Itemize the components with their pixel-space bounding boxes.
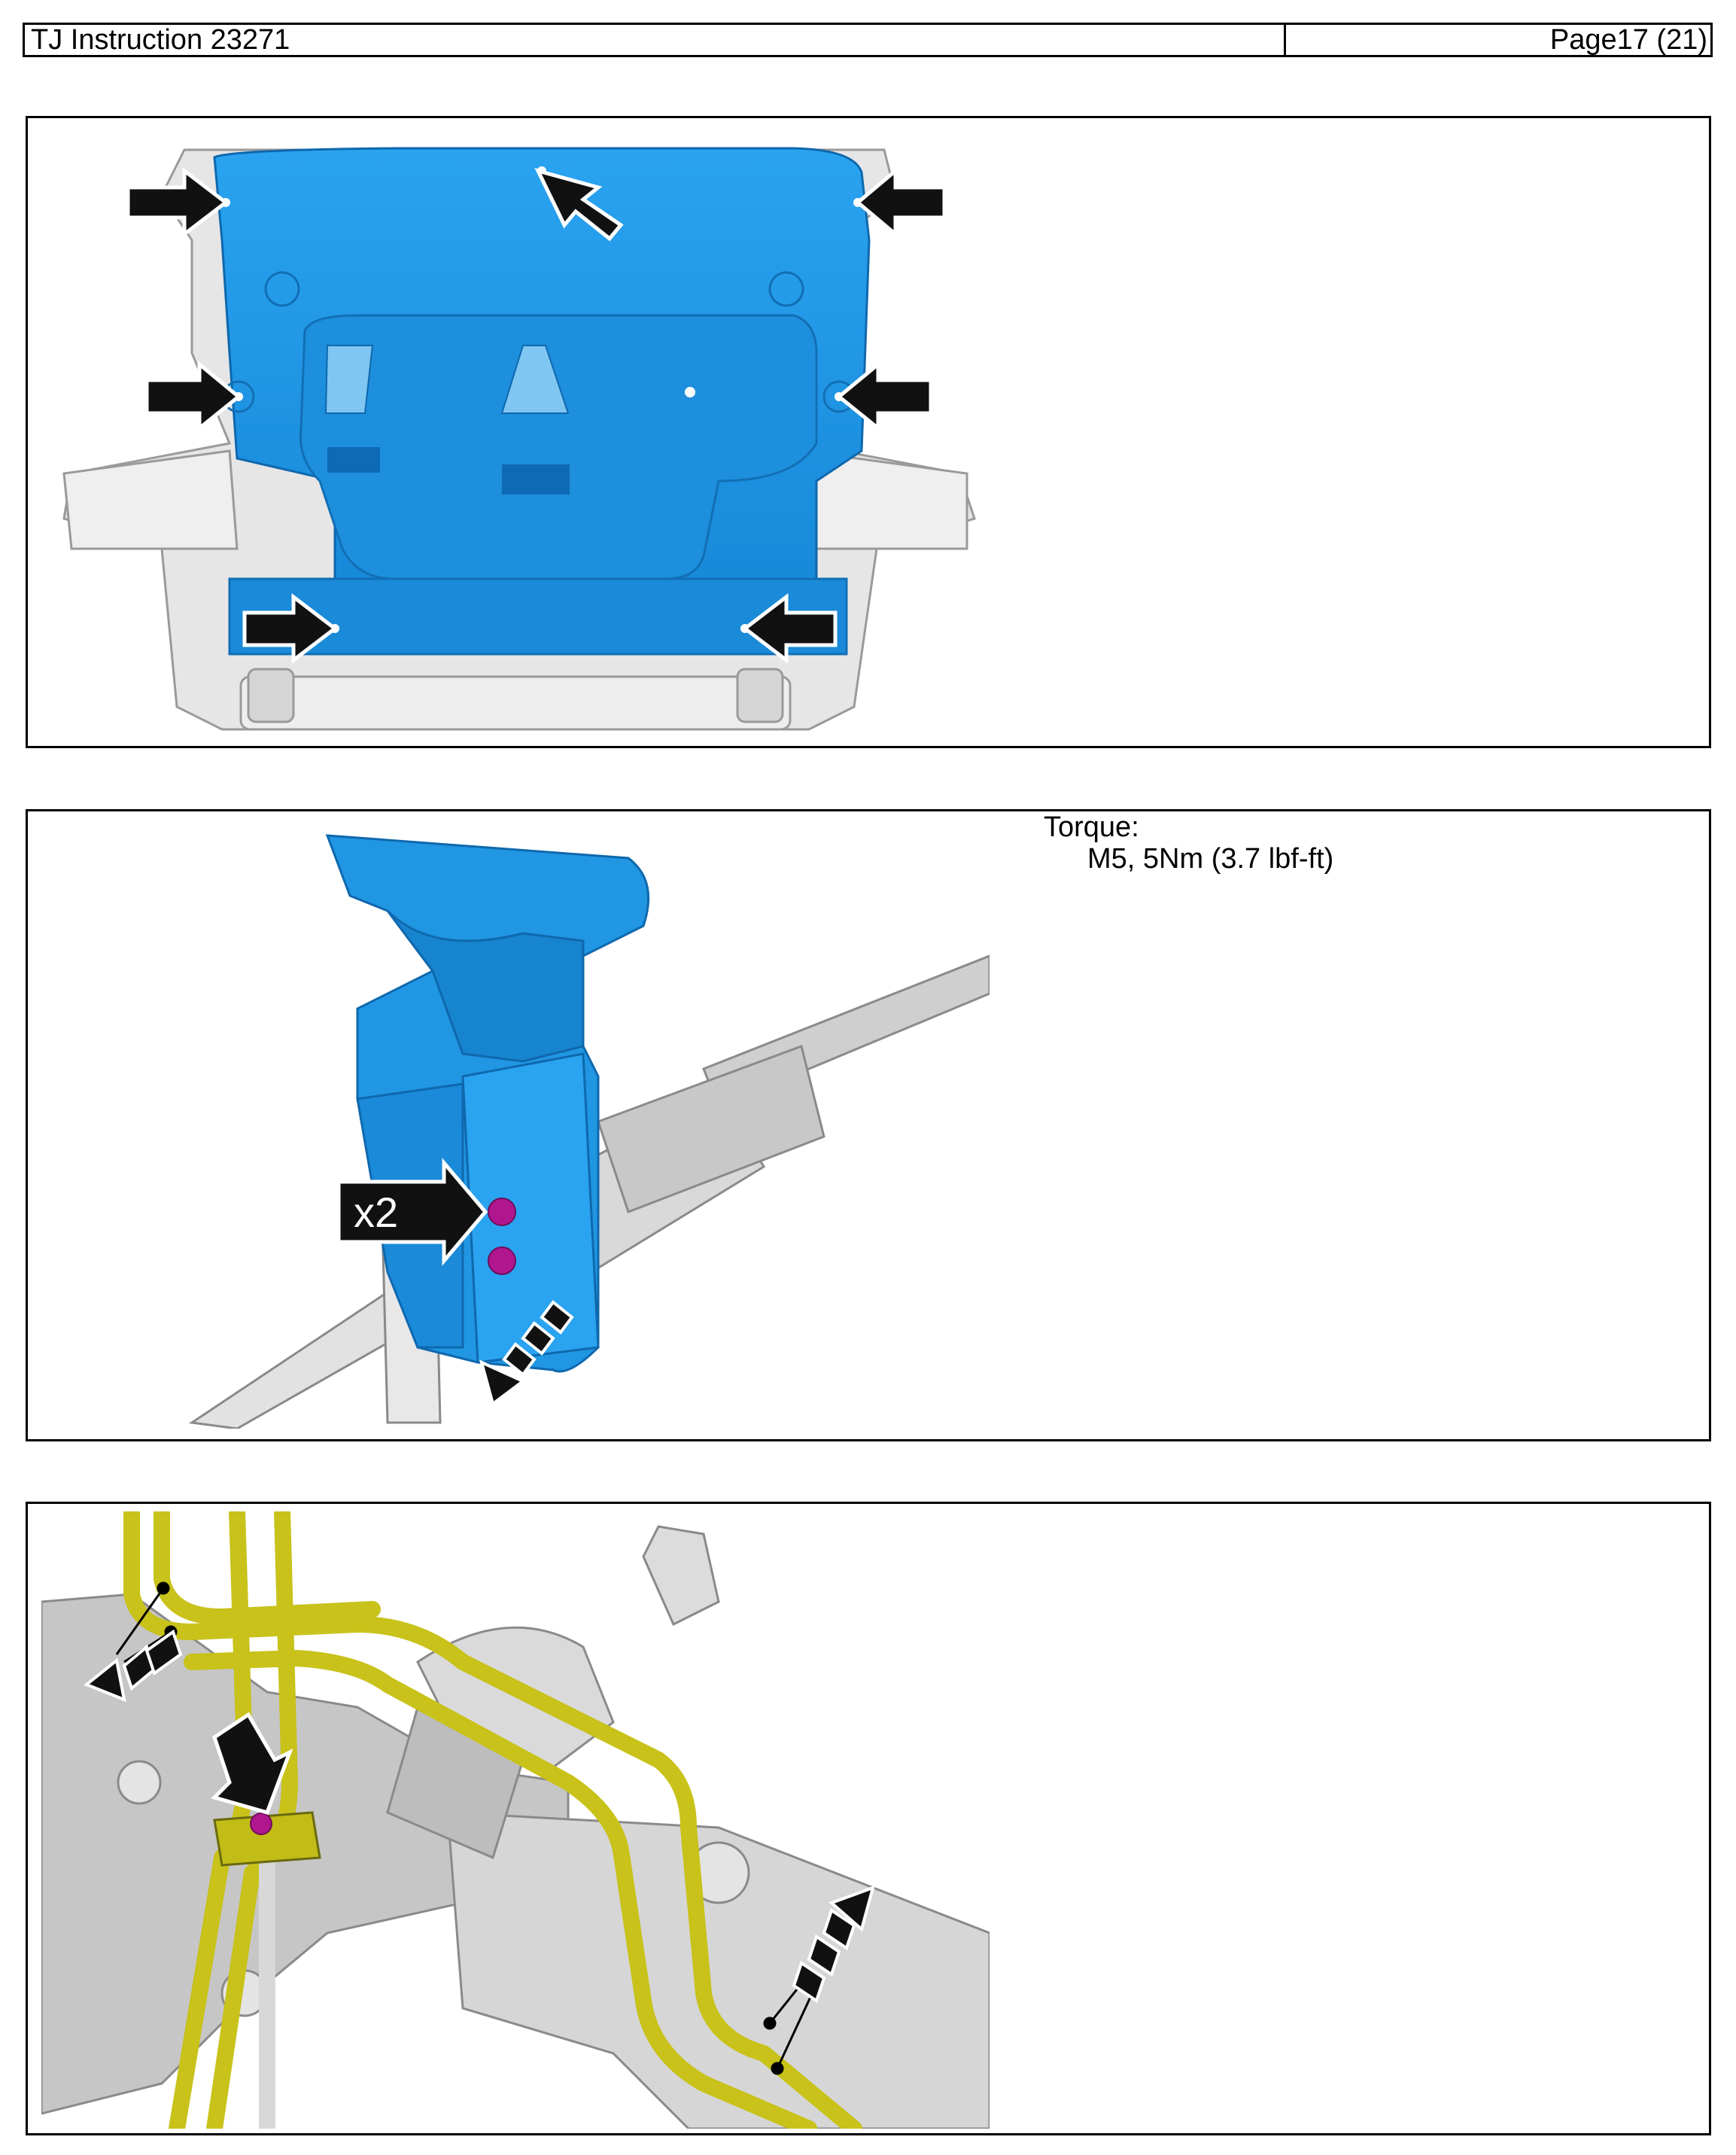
document-header: TJ Instruction 23271 Page17 (21) [23,23,1713,57]
pipe-direction-arrow-left-icon [84,1629,183,1703]
arrow-top-center-icon [534,168,624,242]
page-number: Page17 (21) [1549,24,1707,56]
arrow-mid-right-icon [836,360,933,433]
pipe-disconnect-illustration [41,1511,990,2129]
arrow-bottom-right-icon [741,592,838,665]
step-panel-3 [26,1502,1711,2135]
fasteners [488,1198,516,1275]
torque-label: Torque: [1044,811,1139,843]
pipe-direction-arrow-right-icon [792,1885,875,2004]
torque-value: M5, 5Nm (3.7 lbf-ft) [1087,843,1334,875]
torque-notes: Torque: M5, 5Nm (3.7 lbf-ft) [1044,811,1333,875]
fastener-upper [488,1198,516,1226]
arrow-bottom-left-icon [242,592,339,665]
x2-arrow-icon [336,1158,488,1266]
removal-direction-arrow-icon [479,1300,574,1407]
step-panel-2: x2 Torque: M5, 5Nm (3.7 lbf-ft) [26,809,1711,1441]
x2-callout: x2 [336,1158,488,1266]
arrow-top-left-icon [126,166,230,239]
underbody-shield [213,147,871,656]
pipe-bracket [213,1811,321,1867]
bracket-arrow-icon [211,1712,293,1816]
blue-guard [325,834,650,1373]
guard-removal-illustration: x2 [188,834,990,1429]
x2-label: x2 [354,1189,398,1236]
step-panel-1 [26,116,1711,748]
fastener-lower [488,1246,516,1275]
underbody-shield-illustration [62,147,976,731]
arrow-icons [126,166,947,665]
document-title: TJ Instruction 23271 [25,25,1286,55]
arrow-mid-left-icon [144,360,242,433]
arrow-top-right-icon [855,166,947,239]
pipe-bracket-fastener [250,1813,272,1835]
